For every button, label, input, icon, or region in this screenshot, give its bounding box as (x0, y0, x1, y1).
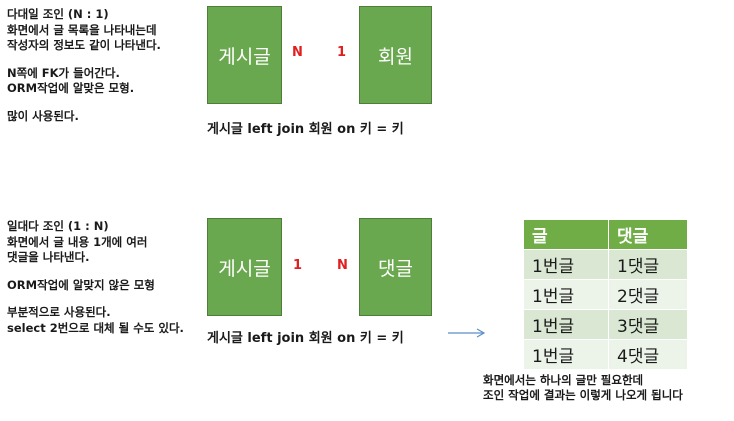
top-note-line: 작성자의 정보도 같이 나타낸다. (7, 38, 161, 52)
top-note-line: N쪽에 FK가 들어간다. (7, 65, 120, 80)
bottom-left-cardinality: 1 (293, 258, 303, 273)
bottom-note-line: 댓글을 나타낸다. (7, 250, 90, 264)
table-cell: 4댓글 (608, 339, 688, 370)
table-header-row: 글 댓글 (523, 219, 688, 250)
bottom-notes: 일대다 조인 (1 : N) 화면에서 글 내용 1개에 여러 댓글을 나타낸다… (7, 219, 184, 336)
top-note-line: 화면에서 글 목록을 나타내는데 (7, 22, 157, 37)
top-note-line: 많이 사용된다. (7, 108, 79, 123)
top-right-entity-label: 회원 (378, 45, 413, 68)
table-row: 1번글 1댓글 (523, 249, 688, 280)
caption-line: 화면에서는 하나의 글만 필요한데 (483, 373, 644, 387)
result-caption: 화면에서는 하나의 글만 필요한데 조인 작업에 결과는 이렇게 나오게 됩니다 (483, 373, 683, 403)
bottom-note-line: 일대다 조인 (1 : N) (7, 219, 109, 233)
bottom-note-line: ORM작업에 알맞지 않은 모형 (7, 277, 155, 292)
bottom-left-entity-label: 게시글 (218, 257, 271, 280)
top-left-entity-box: 게시글 (207, 6, 282, 104)
table-row: 1번글 3댓글 (523, 309, 688, 340)
bottom-right-entity-label: 댓글 (378, 257, 413, 280)
top-note-line: ORM작업에 알맞은 모형. (7, 81, 135, 95)
top-join-query: 게시글 left join 회원 on 키 = 키 (207, 122, 404, 137)
table-cell: 1번글 (523, 309, 609, 340)
table-cell: 1번글 (523, 279, 609, 310)
top-note-line: 다대일 조인 (N : 1) (7, 7, 109, 21)
bottom-right-entity-box: 댓글 (359, 218, 432, 316)
table-cell: 1번글 (523, 339, 609, 370)
table-cell: 3댓글 (608, 309, 688, 340)
bottom-note-line: select 2번으로 대체 될 수도 있다. (7, 320, 184, 335)
bottom-join-query: 게시글 left join 회원 on 키 = 키 (207, 331, 404, 346)
top-left-entity-label: 게시글 (218, 45, 271, 68)
top-left-cardinality: N (292, 45, 303, 60)
bottom-right-cardinality: N (337, 258, 348, 273)
table-header-cell: 글 (523, 219, 609, 250)
caption-line: 조인 작업에 결과는 이렇게 나오게 됩니다 (483, 388, 683, 402)
table-header-cell: 댓글 (608, 219, 688, 250)
table-cell: 1댓글 (608, 249, 688, 280)
top-right-entity-box: 회원 (359, 6, 432, 104)
top-right-cardinality: 1 (337, 45, 347, 60)
bottom-left-entity-box: 게시글 (207, 218, 282, 316)
bottom-note-line: 부분적으로 사용된다. (7, 305, 111, 319)
top-notes: 다대일 조인 (N : 1) 화면에서 글 목록을 나타내는데 작성자의 정보도… (7, 7, 161, 124)
join-result-table: 글 댓글 1번글 1댓글 1번글 2댓글 1번글 3댓글 1번글 4댓글 (523, 219, 688, 370)
table-row: 1번글 4댓글 (523, 339, 688, 370)
bottom-note-line: 화면에서 글 내용 1개에 여러 (7, 234, 148, 249)
table-row: 1번글 2댓글 (523, 279, 688, 310)
table-cell: 2댓글 (608, 279, 688, 310)
right-arrow-icon (448, 328, 486, 338)
table-cell: 1번글 (523, 249, 609, 280)
